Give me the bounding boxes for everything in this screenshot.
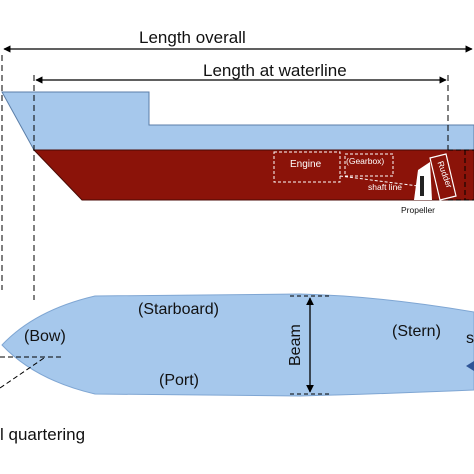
gearbox-label: (Gearbox) [346,156,385,166]
length-waterline-label: Length at waterline [203,61,347,80]
engine-label: Engine [290,159,322,170]
hull-lower [32,149,474,201]
starboard-label: (Starboard) [138,301,219,318]
hull-upper [1,91,474,151]
shaft-line-label: shaft line [368,182,403,192]
rudder-shape [429,153,457,201]
quartering-label: l quartering [0,425,86,444]
stern-label: (Stern) [392,323,441,340]
hull-plan [1,293,474,397]
propeller-label: Propeller [401,205,436,215]
length-overall-label: Length overall [139,28,246,47]
beam-label: Beam [287,324,304,366]
bow-label: (Bow) [24,328,66,345]
engine-box [273,151,341,183]
propeller-shape [420,176,424,196]
blue-arrow-icon [466,361,474,371]
edge-letter-label: s [466,330,474,347]
shaft-line-mark [339,175,419,187]
port-label: (Port) [159,372,199,389]
quartering-dash [0,357,45,389]
